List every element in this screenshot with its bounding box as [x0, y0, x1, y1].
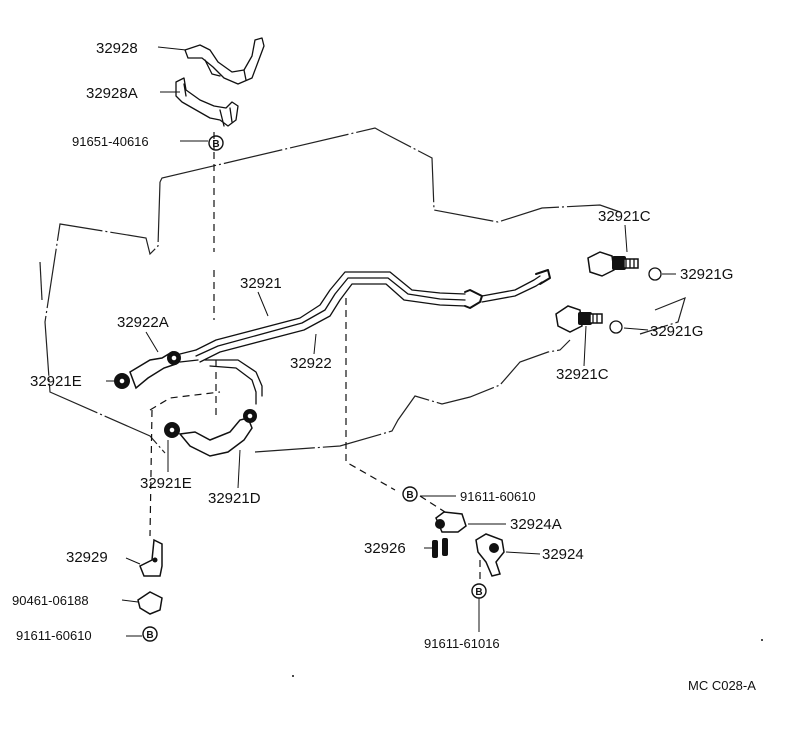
label-32924A: 32924A [510, 516, 562, 533]
label-32921: 32921 [240, 275, 282, 292]
label-32928A: 32928A [86, 85, 138, 102]
bolt-mark-3: B [406, 490, 413, 501]
oring-32921G-lower [609, 320, 623, 334]
clip-90461 [137, 591, 163, 615]
clamp-32924 [475, 533, 505, 577]
label-32921C-upper: 32921C [598, 208, 651, 225]
label-32921E-left: 32921E [30, 373, 82, 390]
label-32921G-upper: 32921G [680, 266, 733, 283]
label-32921C-lower: 32921C [556, 366, 609, 383]
bolt-91651-marker: B [208, 135, 224, 151]
diagram-code: MC C028-A [688, 678, 756, 693]
bracket-32929 [139, 538, 163, 577]
fitting-32921C-upper [587, 251, 639, 277]
label-32928: 32928 [96, 40, 138, 57]
label-32921D: 32921D [208, 490, 261, 507]
bolt-91611-61016-marker: B [471, 583, 487, 632]
label-32926: 32926 [364, 540, 406, 557]
part-labels: 32928 32928A 91651-40616 32921C 32921G 3… [12, 40, 756, 693]
label-32921E-bottom: 32921E [140, 475, 192, 492]
assembly-line-3 [345, 298, 396, 491]
label-91611-60610-a: 91611-60610 [460, 489, 536, 504]
bolt-mark-4: B [146, 630, 153, 641]
bracket-32928A [175, 77, 239, 127]
assembly-line-5 [149, 391, 221, 411]
label-91611-61016: 91611-61016 [424, 636, 500, 651]
clamp-32924A [435, 511, 467, 533]
label-32921G-lower: 32921G [650, 323, 703, 340]
label-91611-60610-b: 91611-60610 [16, 628, 92, 643]
label-91651-40616: 91651-40616 [72, 134, 149, 149]
assembly-line-6 [149, 409, 153, 537]
bracket-32928 [184, 37, 265, 85]
label-90461-06188: 90461-06188 [12, 593, 89, 608]
brake-pipes [195, 269, 551, 405]
stray-dots [292, 639, 763, 677]
label-32922: 32922 [290, 355, 332, 372]
fitting-32921C-lower [555, 305, 603, 333]
label-32922A: 32922A [117, 314, 169, 331]
leader-lines [106, 46, 676, 637]
hose-32922A [114, 349, 199, 390]
assembly-line-2 [213, 152, 217, 420]
assembly-line-4 [419, 495, 446, 513]
bolt-91611-60610-a-marker: B [402, 486, 418, 502]
bolt-91611-60610-b-marker: B [142, 626, 158, 642]
bolt-mark-2: B [475, 587, 482, 598]
hose-32921D [164, 409, 257, 457]
oring-32921G-upper [648, 267, 662, 281]
label-32924: 32924 [542, 546, 584, 563]
bolt-mark-1: B [212, 139, 219, 150]
label-32929: 32929 [66, 549, 108, 566]
spacer-32926 [432, 538, 448, 558]
engine-outline [39, 127, 686, 454]
